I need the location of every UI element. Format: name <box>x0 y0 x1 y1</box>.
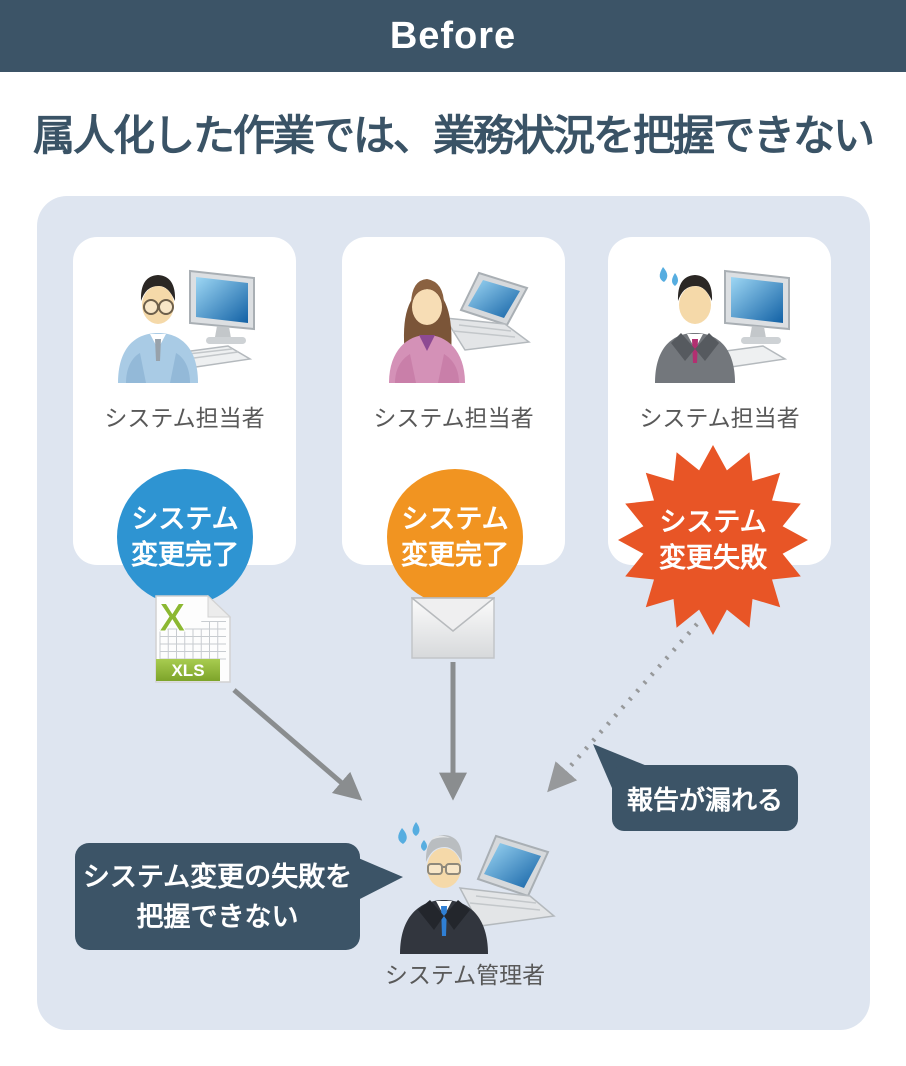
callout-report-missed-text: 報告が漏れる <box>626 784 783 815</box>
page-title: 属人化した作業では、業務状況を把握できない <box>32 112 875 159</box>
admin-person-icon <box>400 835 488 954</box>
badge-text-line: 変更完了 <box>131 540 239 570</box>
xls-band-label: XLS <box>171 661 204 680</box>
glasses-icon <box>142 299 174 315</box>
admin-label: システム管理者 <box>384 962 546 988</box>
header-bar: Before <box>0 0 906 72</box>
worker1-engineer-with-desktop-illustration <box>117 269 255 383</box>
suit-man-person-icon <box>654 275 735 383</box>
admin-with-laptop-illustration <box>398 822 556 954</box>
worker2-woman-with-laptop-illustration <box>388 271 531 383</box>
glasses-icon <box>427 863 461 875</box>
callout-report-missed: 報告が漏れる <box>612 765 798 831</box>
status-badge-change-complete-orange: システム 変更完了 <box>387 469 523 605</box>
status-badge-change-complete-blue: システム 変更完了 <box>117 469 253 605</box>
excel-x-glyph: X <box>159 596 186 640</box>
badge-text-line: システム <box>131 504 239 534</box>
callout-cannot-grasp-line1: システム変更の失敗を <box>82 861 353 892</box>
starburst-icon <box>618 445 808 635</box>
woman-person-icon <box>388 279 465 383</box>
badge-text-line: システム <box>659 507 767 537</box>
worker3-label: システム担当者 <box>639 405 800 431</box>
status-badge-change-failure-starburst: システム 変更失敗 <box>618 445 808 635</box>
worker2-label: システム担当者 <box>373 405 534 431</box>
badge-text-line: 変更完了 <box>401 540 509 570</box>
badge-text-line: システム <box>401 504 509 534</box>
worker1-label: システム担当者 <box>104 405 265 431</box>
laptop-icon <box>443 271 531 351</box>
engineer-person-icon <box>117 275 198 383</box>
badge-text-line: 変更失敗 <box>659 543 767 573</box>
sweat-drops-icon <box>659 267 678 286</box>
excel-file-icon: X XLS <box>155 595 231 683</box>
sweat-drops-icon <box>398 822 427 851</box>
callout-cannot-grasp-failure: システム変更の失敗を 把握できない <box>75 843 360 950</box>
worker-card-1: システム担当者 <box>73 237 296 565</box>
email-envelope-icon <box>411 597 495 659</box>
desktop-computer-icon <box>173 269 255 368</box>
header-title: Before <box>389 14 517 57</box>
callout-cannot-grasp-line2: 把握できない <box>136 901 299 932</box>
worker3-suit-man-sweating-with-desktop-illustration <box>654 267 790 383</box>
